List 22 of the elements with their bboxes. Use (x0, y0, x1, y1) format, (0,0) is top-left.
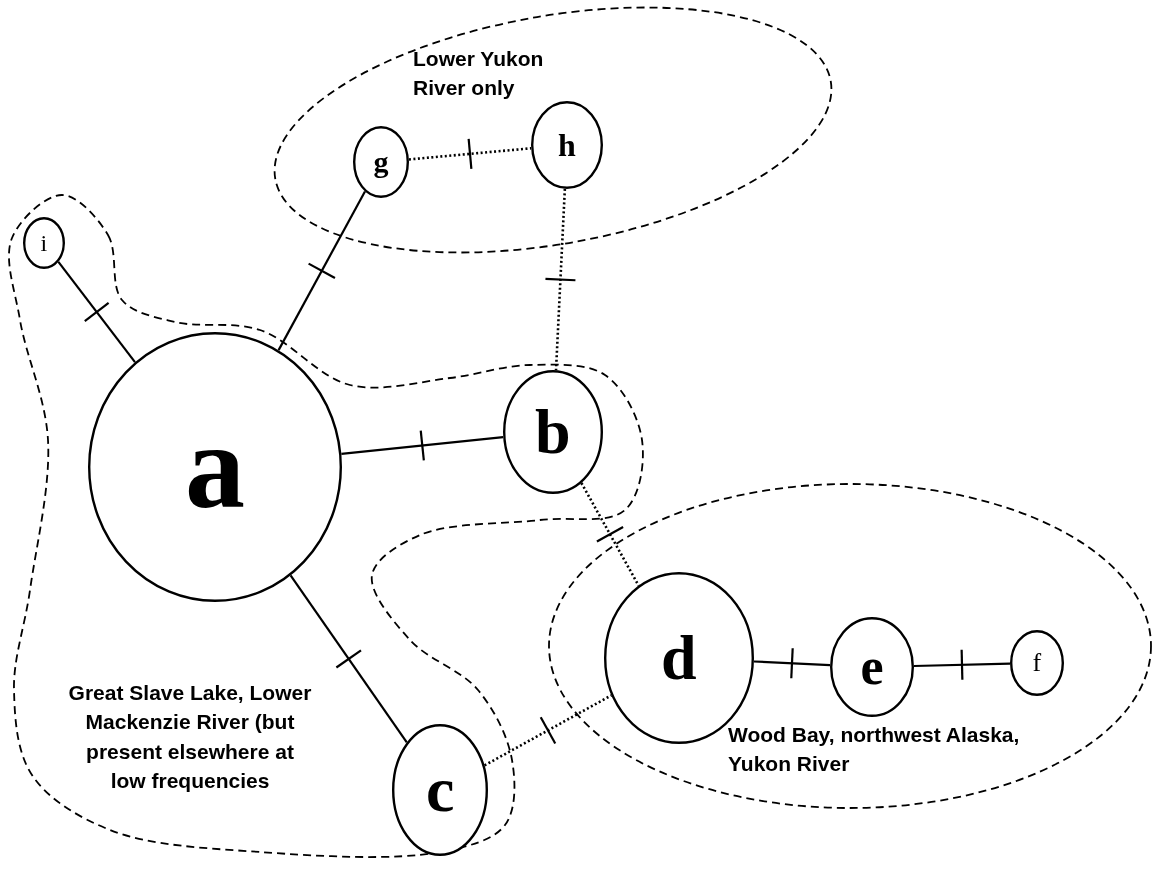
haplotype-label: b (535, 400, 571, 464)
connector-line (341, 436, 504, 455)
region-label: Wood Bay, northwest Alaska, Yukon River (728, 722, 1021, 778)
haplotype-label: e (860, 641, 884, 693)
connector-line (408, 147, 532, 161)
region-label: Lower Yukon River only (413, 46, 545, 102)
haplotype-label: d (661, 626, 697, 690)
haplotype-label: f (1032, 650, 1042, 676)
connector-line (554, 188, 567, 371)
haplotype-label: g (373, 147, 389, 177)
region-label: Great Slave Lake, Lower Mackenzie River (but present elsewhere at low frequencies (67, 680, 313, 795)
connector-line (277, 190, 366, 351)
haplotype-label: c (426, 758, 455, 822)
connector-line (913, 662, 1011, 668)
connector-line (580, 482, 640, 587)
connector-line (57, 261, 136, 363)
haplotype-label: i (40, 231, 48, 255)
connector-line (753, 660, 831, 667)
connector-line (289, 574, 408, 743)
haplotype-label: a (185, 407, 245, 527)
haplotype-label: h (558, 129, 576, 161)
connector-line (483, 694, 613, 767)
